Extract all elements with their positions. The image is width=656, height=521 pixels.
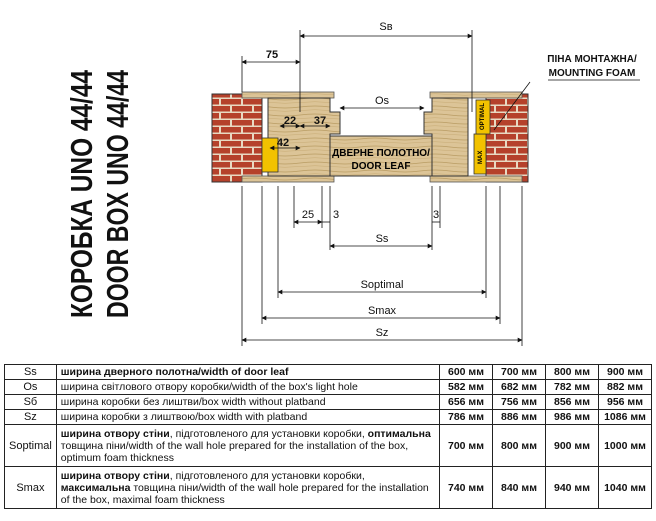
row-value: 600 мм: [439, 364, 493, 380]
row-value: 856 мм: [545, 394, 599, 410]
table-row: Smax ширина отвору стіни, підготовленого…: [4, 466, 652, 509]
dim-os: Os: [375, 95, 390, 107]
row-value: 740 мм: [439, 466, 493, 509]
row-description: ширина коробки з лиштвою/box width with …: [55, 409, 441, 425]
dim-ss: Ss: [376, 233, 389, 245]
row-value: 956 мм: [598, 394, 652, 410]
row-value: 700 мм: [492, 364, 546, 380]
table-row: Sz ширина коробки з лиштвою/box width wi…: [4, 409, 652, 425]
row-value: 940 мм: [545, 466, 599, 509]
row-value: 882 мм: [598, 379, 652, 395]
row-description: ширина дверного полотна/width of door le…: [55, 364, 441, 380]
foam-label-ua: ПІНА МОНТАЖНА/: [547, 54, 637, 65]
door-leaf-label-en: DOOR LEAF: [352, 161, 411, 172]
right-platband-bottom: [429, 175, 523, 183]
right-brick-wall: [485, 93, 529, 183]
table-row: Ss ширина дверного полотна/width of door…: [4, 364, 652, 380]
table-row: Os ширина світлового отвору коробки/widt…: [4, 379, 652, 395]
dim-75: 75: [266, 49, 278, 61]
spec-table: Ss ширина дверного полотна/width of door…: [4, 364, 652, 509]
left-platband-top: [241, 91, 335, 99]
door-leaf: [329, 135, 433, 177]
door-leaf-label-ua: ДВЕРНЕ ПОЛОТНО/: [332, 148, 430, 159]
row-value: 786 мм: [439, 409, 493, 425]
table-row: Soptimal ширина отвору стіни, підготовле…: [4, 424, 652, 467]
row-value: 656 мм: [439, 394, 493, 410]
door-box-diagram: OPTIMAL MAX ДВЕРНЕ ПОЛОТНО/ DOOR LEAF: [64, 21, 640, 346]
vertical-title-en: DOOR BOX UNO 44/44: [100, 69, 135, 318]
right-mounting-foam-optimal: [475, 99, 491, 135]
dim-s-optimal: Soptimal: [361, 279, 404, 291]
row-value: 756 мм: [492, 394, 546, 410]
row-value: 700 мм: [439, 424, 493, 467]
dim-25: 25: [302, 209, 314, 221]
row-description: ширина коробки без лиштви/box width with…: [55, 394, 441, 410]
dim-22: 22: [284, 115, 296, 127]
row-value: 886 мм: [492, 409, 546, 425]
left-mounting-foam: [261, 137, 279, 173]
row-symbol: Sб: [4, 394, 57, 410]
row-value: 1040 мм: [598, 466, 652, 509]
row-symbol: Soptimal: [4, 424, 57, 467]
right-frame-profile: [423, 97, 469, 177]
dim-3-left: 3: [333, 209, 339, 221]
row-value: 1000 мм: [598, 424, 652, 467]
left-platband-bottom: [241, 175, 335, 183]
row-value: 986 мм: [545, 409, 599, 425]
row-description: ширина світлового отвору коробки/width o…: [55, 379, 441, 395]
foam-label-en: MOUNTING FOAM: [549, 68, 636, 79]
row-value: 1086 мм: [598, 409, 652, 425]
dim-sv: Sв: [379, 21, 392, 33]
dim-s-max: Smax: [368, 305, 397, 317]
row-value: 800 мм: [545, 364, 599, 380]
vertical-title-ua: КОРОБКА UNO 44/44: [64, 69, 99, 318]
row-value: 800 мм: [492, 424, 546, 467]
dim-42: 42: [277, 137, 289, 149]
dim-s-z: Sz: [376, 327, 389, 339]
row-description: ширина отвору стіни, підготовленого для …: [55, 466, 441, 509]
left-brick-wall: [211, 93, 263, 183]
max-tag: MAX: [478, 151, 484, 164]
row-value: 782 мм: [545, 379, 599, 395]
row-value: 682 мм: [492, 379, 546, 395]
row-description: ширина отвору стіни, підготовленого для …: [55, 424, 441, 467]
row-symbol: Ss: [4, 364, 57, 380]
right-platband-top: [429, 91, 523, 99]
row-value: 900 мм: [545, 424, 599, 467]
dim-3-right: 3: [433, 209, 439, 221]
row-value: 840 мм: [492, 466, 546, 509]
table-row: Sб ширина коробки без лиштви/box width w…: [4, 394, 652, 410]
row-value: 900 мм: [598, 364, 652, 380]
optimal-tag: OPTIMAL: [480, 103, 486, 130]
row-symbol: Os: [4, 379, 57, 395]
row-symbol: Smax: [4, 466, 57, 509]
dim-37: 37: [314, 115, 326, 127]
row-symbol: Sz: [4, 409, 57, 425]
row-value: 582 мм: [439, 379, 493, 395]
left-frame-profile: [267, 97, 341, 177]
